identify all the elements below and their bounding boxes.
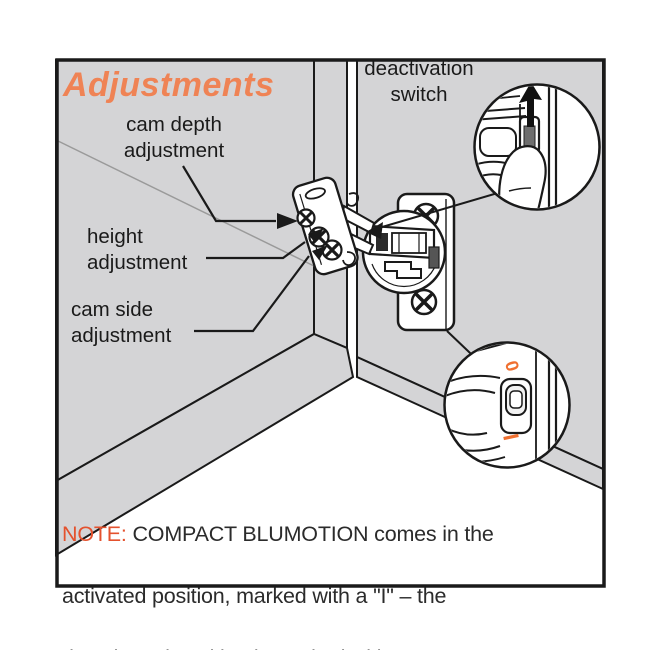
- note-line1: COMPACT BLUMOTION comes in the: [126, 522, 494, 546]
- diagram-frame: [55, 58, 606, 588]
- switch-markings-closeup: 0 I: [443, 341, 571, 469]
- note-line3: deactivated position is marked with a "0…: [62, 646, 439, 650]
- note-prefix: NOTE:: [62, 522, 127, 546]
- switch-pointer-arrow-icon: [366, 222, 383, 239]
- note-line2: activated position, marked with a "I" – …: [62, 584, 447, 608]
- cam-side-screw: [321, 239, 343, 261]
- cam-side-arrow-icon: [312, 245, 328, 260]
- height-arrow-icon: [308, 228, 324, 243]
- deactivation-switch-label: deactivation switch: [364, 57, 474, 106]
- activated-mark: I: [498, 431, 524, 442]
- finger-icon: [498, 145, 547, 208]
- hinge-drawing: [291, 176, 456, 332]
- page-title: Adjustments: [63, 66, 275, 104]
- deactivation-switch-closeup: [473, 83, 601, 211]
- door-grain-line: [55, 139, 315, 267]
- note-text: NOTE: COMPACT BLUMOTION comes in the act…: [62, 488, 562, 650]
- cam-side-label: cam side adjustment: [71, 298, 172, 347]
- deactivation-switch-on-hinge: [428, 246, 440, 269]
- mounting-screw-bottom: [410, 288, 438, 316]
- blumotion-unit: [368, 224, 440, 279]
- switch-slider: [523, 125, 536, 148]
- leader-lines: [182, 165, 310, 333]
- cam-depth-arrow-icon: [277, 213, 298, 229]
- height-label: height adjustment: [87, 225, 188, 274]
- cam-depth-label: cam depth adjustment: [123, 113, 225, 162]
- push-up-arrow-icon: [519, 86, 542, 127]
- cam-depth-screw: [296, 208, 316, 228]
